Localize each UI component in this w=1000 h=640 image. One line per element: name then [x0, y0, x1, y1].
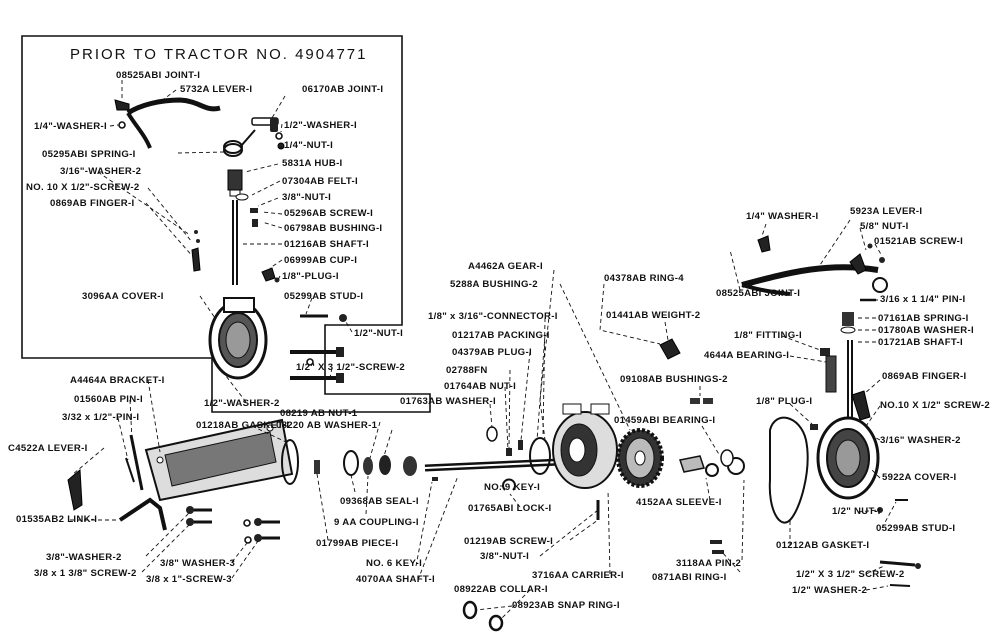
- inset-title: PRIOR TO TRACTOR NO. 4904771: [70, 46, 367, 63]
- part-labels: 08525ABI JOINT-I 5732A LEVER-I 06170AB J…: [8, 70, 990, 611]
- bracket-assembly: [67, 418, 299, 544]
- label-ring-04378ab: 04378AB RING-4: [604, 273, 684, 284]
- label-plug-eighth-right: 1/8" PLUG-I: [756, 396, 812, 407]
- label-bushings-09108ab: 09108AB BUSHINGS-2: [620, 374, 728, 385]
- label-washer-half-inset: 1/2"-WASHER-2: [204, 398, 280, 409]
- label-bearing-01459ab1: 01459ABI BEARING-I: [614, 415, 715, 426]
- label-seal-09368ab: 09368AB SEAL-I: [340, 496, 419, 507]
- label-screw-3-8-1-3-8: 3/8 x 1 3/8" SCREW-2: [34, 568, 137, 579]
- label-screw-no10: NO. 10 X 1/2"-SCREW-2: [26, 182, 140, 193]
- label-shaft-4070aa: 4070AA SHAFT-I: [356, 574, 435, 585]
- label-pin-3-32: 3/32 x 1/2"-PIN-I: [62, 412, 139, 423]
- label-washer-quarter-left: 1/4"-WASHER-I: [34, 121, 107, 132]
- label-gear-a4462a: A4462A GEAR-I: [468, 261, 543, 272]
- label-pin-3-16-1-4: 3/16 x 1 1/4" PIN-I: [880, 294, 965, 305]
- label-nut-08219ab: 08219 AB NUT-1: [280, 408, 358, 419]
- label-washer-01780ab: 01780AB WASHER-I: [878, 325, 974, 336]
- label-connector: 1/8" x 3/16"-CONNECTOR-I: [428, 311, 558, 322]
- label-joint-08525ab1-top: 08525ABI JOINT-I: [116, 70, 200, 81]
- leader-lines: [70, 80, 897, 619]
- label-screw-half-3-5: 1/2" X 3 1/2"-SCREW-2: [296, 362, 405, 373]
- label-link-01535ab2: 01535AB2 LINK-I: [16, 514, 97, 525]
- label-key-no6: NO. 6 KEY-I: [366, 558, 422, 569]
- label-plug-04379ab: 04379AB PLUG-I: [452, 347, 532, 358]
- label-hub-5831a: 5831A HUB-I: [282, 158, 343, 169]
- label-washer-3-16: 3/16"-WASHER-2: [60, 166, 141, 177]
- label-nut-01764ab: 01764AB NUT-I: [444, 381, 516, 392]
- label-nut-half-right: 1/2" NUT-I: [832, 506, 881, 517]
- label-screw-01219ab: 01219AB SCREW-I: [464, 536, 553, 547]
- label-washer-half-right: 1/2" WASHER-2: [792, 585, 867, 596]
- label-fitting-eighth: 1/8" FITTING-I: [734, 330, 802, 341]
- label-screw-05296ab: 05296AB SCREW-I: [284, 208, 373, 219]
- label-nut-5-8: 5/8" NUT-I: [860, 221, 909, 232]
- shaft-assembly: [314, 338, 745, 632]
- label-cover-5922a: 5922A COVER-I: [882, 472, 956, 483]
- label-snap-ring-08923ab: 08923AB SNAP RING-I: [512, 600, 620, 611]
- label-washer-01763ab: 01763AB WASHER-I: [400, 396, 496, 407]
- label-joint-08525ab1-right: 08525ABI JOINT-I: [716, 288, 800, 299]
- label-spring-07161ab: 07161AB SPRING-I: [878, 313, 969, 324]
- label-bracket-a4464a: A4464A BRACKET-I: [70, 375, 165, 386]
- label-screw-01521ab: 01521AB SCREW-I: [874, 236, 963, 247]
- label-plug-eighth-inset: 1/8"-PLUG-I: [282, 271, 339, 282]
- label-bearing-4644a: 4644A BEARING-I: [704, 350, 789, 361]
- label-lock-01765ab1: 01765ABI LOCK-I: [468, 503, 551, 514]
- label-lever-c4522a: C4522A LEVER-I: [8, 443, 88, 454]
- right-assembly: [741, 235, 921, 587]
- label-screw-3-8-1: 3/8 x 1"-SCREW-3: [146, 574, 232, 585]
- label-gasket-01218ab: 01218AB GASKET-I: [196, 420, 289, 431]
- label-part-02788fn: 02788FN: [446, 365, 488, 376]
- label-shaft-01721ab: 01721AB SHAFT-I: [878, 337, 963, 348]
- label-lever-5923a: 5923A LEVER-I: [850, 206, 922, 217]
- label-washer-08220ab: 08220 AB WASHER-1: [276, 420, 378, 431]
- label-nut-half-inset: 1/2"-NUT-I: [354, 328, 403, 339]
- label-washer-3-8-b: 3/8" WASHER-3: [160, 558, 235, 569]
- label-nut-3-8-mid: 3/8"-NUT-I: [480, 551, 529, 562]
- label-collar-08922ab: 08922AB COLLAR-I: [454, 584, 548, 595]
- inset-parts: [114, 97, 347, 383]
- label-stud-05299ab-inset: 05299AB STUD-I: [284, 291, 363, 302]
- label-shaft-01216ab: 01216AB SHAFT-I: [284, 239, 369, 250]
- label-cup-06999ab: 06999AB CUP-I: [284, 255, 357, 266]
- label-finger-0869ab-inset: 0869AB FINGER-I: [50, 198, 135, 209]
- label-bushing-5288a: 5288A BUSHING-2: [450, 279, 538, 290]
- label-spring-05295ab1: 05295ABI SPRING-I: [42, 149, 136, 160]
- label-coupling-9aa: 9 AA COUPLING-I: [334, 517, 419, 528]
- label-gasket-01212ab: 01212AB GASKET-I: [776, 540, 869, 551]
- label-washer-3-16-right: 3/16" WASHER-2: [880, 435, 961, 446]
- label-pin-3118aa: 3118AA PIN-2: [676, 558, 741, 569]
- label-sleeve-4152aa: 4152AA SLEEVE-I: [636, 497, 722, 508]
- label-bushing-06798ab: 06798AB BUSHING-I: [284, 223, 382, 234]
- label-nut-quarter: 1/4"-NUT-I: [284, 140, 333, 151]
- label-weight-01441ab: 01441AB WEIGHT-2: [606, 310, 700, 321]
- label-washer-quarter-right: 1/4" WASHER-I: [746, 211, 818, 222]
- label-nut-3-8-inset: 3/8"-NUT-I: [282, 192, 331, 203]
- label-screw-no10-right: NO.10 X 1/2" SCREW-2: [880, 400, 990, 411]
- label-finger-0869ab-right: 0869AB FINGER-I: [882, 371, 967, 382]
- label-washer-3-8-a: 3/8"-WASHER-2: [46, 552, 122, 563]
- inset-border: [21, 35, 431, 413]
- label-joint-06170ab: 06170AB JOINT-I: [302, 84, 383, 95]
- label-stud-05299ab-right: 05299AB STUD-I: [876, 523, 955, 534]
- label-lever-5732a: 5732A LEVER-I: [180, 84, 252, 95]
- label-felt-07304ab: 07304AB FELT-I: [282, 176, 358, 187]
- label-packing-01217ab: 01217AB PACKING-I: [452, 330, 550, 341]
- label-ring-0871ab1: 0871ABI RING-I: [652, 572, 727, 583]
- label-key-no9: NO. 9 KEY-I: [484, 482, 540, 493]
- label-washer-half-top: 1/2"-WASHER-I: [284, 120, 357, 131]
- label-carrier-3716aa: 3716AA CARRIER-I: [532, 570, 624, 581]
- label-piece-01799ab: 01799AB PIECE-I: [316, 538, 398, 549]
- label-screw-half-3-5-right: 1/2" X 3 1/2" SCREW-2: [796, 569, 905, 580]
- label-cover-3096aa: 3096AA COVER-I: [82, 291, 164, 302]
- label-pin-01560ab: 01560AB PIN-I: [74, 394, 143, 405]
